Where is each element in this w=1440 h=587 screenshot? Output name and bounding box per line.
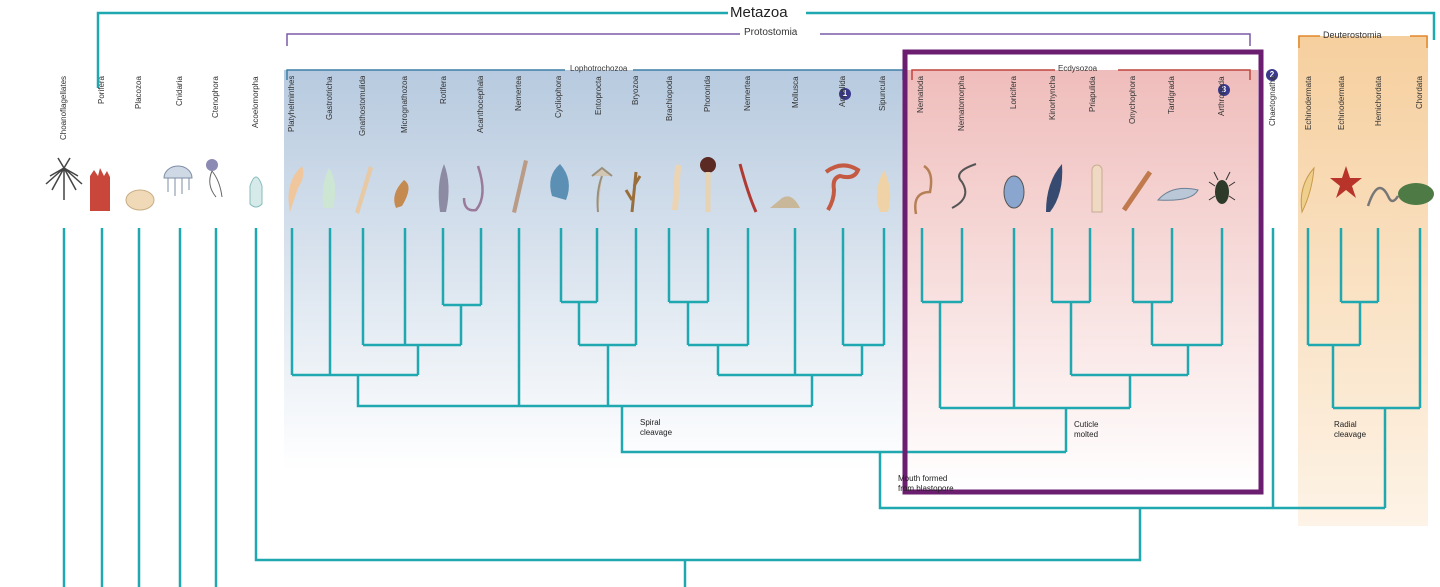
taxon-label: Tardigrada [1167, 76, 1176, 114]
acorn-worm-icon [1366, 186, 1400, 207]
taxon-label: Chaetognatha [1268, 76, 1277, 127]
ecdysozoa-bracket [911, 69, 1251, 80]
metazoa-bracket [96, 11, 1436, 88]
arthropod-icon [1208, 171, 1236, 204]
taxon-label: Cnidaria [175, 76, 184, 106]
lophotrochozoa-label: Lophotrochozoa [570, 64, 628, 73]
taxon-label: Micrognathozoa [400, 76, 409, 133]
taxon-label: Cycliophora [554, 76, 563, 119]
taxon-label: Acanthocephala [476, 76, 485, 134]
taxon-label: Onychophora [1128, 76, 1137, 125]
loricifera-icon [1003, 175, 1025, 209]
taxon-label: Annelida [838, 76, 847, 108]
jellyfish-icon [163, 165, 193, 196]
phoronid-icon [700, 157, 716, 212]
deuterostomia-region [1298, 36, 1428, 526]
mouth-blastopore-note: Mouth formed from blastopore [898, 474, 954, 493]
lophotrochozoa-region [284, 70, 906, 470]
nematomorph-icon [951, 163, 977, 209]
taxon-label: Gnathostomulida [358, 76, 367, 137]
radial-cleavage-note: Radial cleavage [1334, 420, 1367, 439]
taxon-label: Bryozoa [631, 76, 640, 106]
deuterostomia-bracket [1298, 35, 1428, 48]
taxon-label: Acoelomorpha [251, 76, 260, 128]
taxon-label: Rotifera [439, 76, 448, 105]
taxon-label: Echinodermata [1337, 76, 1346, 130]
taxon-label: Nemertea [743, 76, 752, 112]
mollusc-icon [770, 196, 800, 208]
spiral-cleavage-note: Spiral cleavage [640, 418, 673, 437]
placozoan-icon [125, 189, 155, 211]
taxon-label: Brachiopoda [665, 76, 674, 121]
micrognathozoan-icon [394, 180, 409, 208]
taxon-label: Porifera [97, 76, 106, 105]
taxon-label: Ctenophora [211, 76, 220, 118]
sipunculan-icon [876, 170, 891, 212]
taxon-label: Nemertea [514, 76, 523, 112]
taxon-label: Hemichordata [1374, 76, 1383, 126]
taxon-label: Loricifera [1009, 76, 1018, 109]
priapulid-icon [1091, 164, 1103, 213]
choanoflagellate-icon [45, 157, 83, 200]
taxon-label: Choanoflagellates [59, 76, 68, 141]
deuterostomia-label: Deuterostomia [1323, 30, 1382, 40]
taxon-label: Kinorhyncha [1048, 76, 1057, 121]
note-badge-2: 2 [1266, 69, 1278, 81]
comb-jelly-icon [206, 159, 223, 198]
chaetognath-icon [1300, 166, 1315, 214]
taxon-label: Sipuncula [878, 76, 887, 112]
metazoa-label: Metazoa [730, 4, 788, 21]
protostomia-bracket [286, 33, 1251, 46]
brachiopod-icon [672, 164, 681, 210]
taxon-label: Phoronida [703, 76, 712, 113]
frog-icon [1398, 183, 1434, 205]
ecdysozoa-region [906, 70, 1258, 490]
acanthocephalan-icon [462, 165, 484, 212]
taxon-label: Nematomorpha [957, 76, 966, 132]
note-badge-3: 3 [1218, 84, 1230, 96]
taxon-label: Entoprocta [594, 76, 603, 115]
protostomia-label: Protostomia [744, 27, 798, 38]
acoel-icon [249, 176, 263, 208]
gnathostomulid-icon [355, 166, 373, 214]
rotifer-icon [438, 164, 449, 212]
cuticle-molted-note: Cuticle molted [1074, 420, 1099, 439]
ecdysozoa-label: Ecdysozoa [1058, 64, 1098, 73]
tardigrade-icon [1156, 187, 1199, 201]
onychophoran-icon [1121, 170, 1153, 212]
flatworm-icon [288, 166, 304, 212]
taxon-label: Arthropoda [1217, 76, 1226, 116]
taxon-label: Gastrotricha [325, 76, 334, 120]
taxon-label: Mollusca [791, 76, 800, 108]
sponge-icon [90, 168, 110, 211]
tree-branches [62, 228, 1422, 587]
note-badge-1: 1 [839, 88, 851, 100]
bryozoan-icon [624, 171, 642, 213]
taxon-label: Priapulida [1088, 76, 1097, 112]
nematode-icon [914, 164, 933, 215]
ecdysozoa-highlight-box [902, 49, 1264, 495]
taxon-label: Platyhelminthes [287, 76, 296, 133]
annelid-icon [824, 163, 861, 212]
entoproct-icon [591, 166, 613, 213]
cycliophoran-icon [550, 164, 569, 200]
taxon-label: Nematoda [916, 76, 925, 113]
taxon-label: Chordata [1415, 76, 1424, 109]
taxon-label: Echinodermata [1304, 76, 1313, 130]
kinorhynch-icon [1046, 164, 1063, 212]
nemertean-icon [512, 160, 528, 213]
nemertean-2-icon [738, 163, 758, 213]
sea-star-icon [1330, 166, 1362, 198]
taxon-label: Placozoa [134, 76, 143, 109]
organism-icons [45, 157, 1434, 215]
gastrotrich-icon [322, 168, 336, 208]
